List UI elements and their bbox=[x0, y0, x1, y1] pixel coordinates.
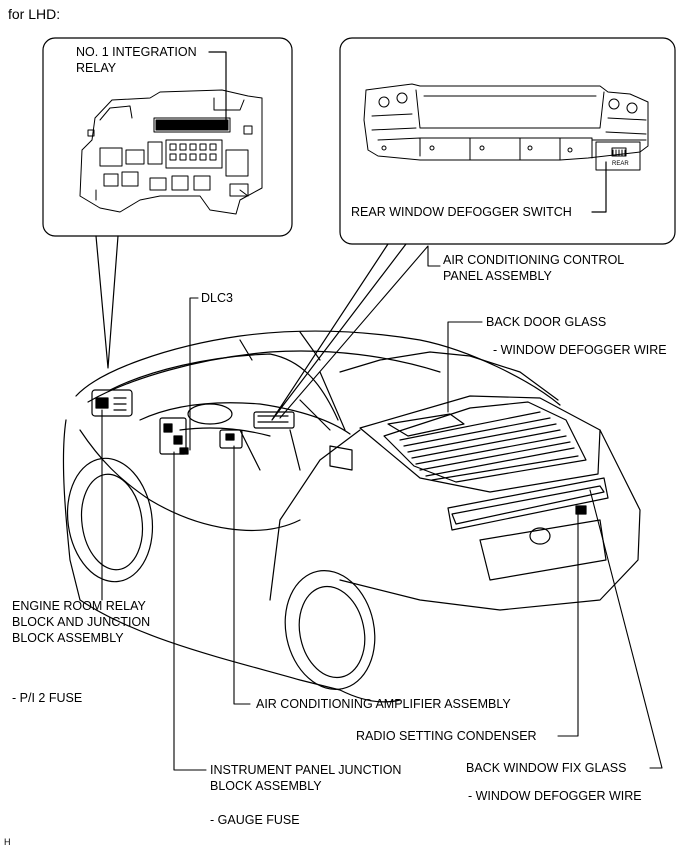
ip-junction-block-label-line1: INSTRUMENT PANEL JUNCTION bbox=[210, 763, 402, 777]
back-door-defogger-wire-label: - WINDOW DEFOGGER WIRE bbox=[493, 343, 667, 357]
rear-defogger-switch-label: REAR WINDOW DEFOGGER SWITCH bbox=[351, 205, 572, 219]
defogger-switch-detail-box bbox=[339, 37, 676, 245]
integration-relay-detail-box bbox=[42, 37, 293, 237]
leader-lines bbox=[101, 245, 663, 771]
ac-control-panel-drawing bbox=[363, 83, 649, 171]
back-window-fix-glass-label: BACK WINDOW FIX GLASS bbox=[466, 761, 627, 775]
pi2-fuse-label: - P/I 2 FUSE bbox=[12, 691, 83, 705]
ac-amplifier-label: AIR CONDITIONING AMPLIFIER ASSEMBLY bbox=[256, 697, 511, 711]
page-header: for LHD: bbox=[8, 6, 61, 22]
ip-junction-block-label-line2: BLOCK ASSEMBLY bbox=[210, 779, 322, 793]
ac-control-panel-label-line2: PANEL ASSEMBLY bbox=[443, 269, 552, 283]
radio-setting-condenser-label: RADIO SETTING CONDENSER bbox=[356, 729, 537, 743]
back-door-glass-label: BACK DOOR GLASS bbox=[486, 315, 607, 329]
engine-room-block-label-line2: BLOCK AND JUNCTION bbox=[12, 615, 151, 629]
switch-button-label: REAR bbox=[612, 161, 629, 167]
integration-relay-label-line1: NO. 1 INTEGRATION bbox=[76, 45, 197, 59]
figure-code: H bbox=[4, 837, 11, 847]
fix-glass-defogger-wire-label: - WINDOW DEFOGGER WIRE bbox=[468, 789, 642, 803]
engine-room-block-label-line3: BLOCK ASSEMBLY bbox=[12, 631, 124, 645]
car-outline bbox=[62, 330, 641, 703]
gauge-fuse-label: - GAUGE FUSE bbox=[210, 813, 300, 827]
dlc3-label: DLC3 bbox=[201, 291, 233, 305]
engine-room-block-label-line1: ENGINE ROOM RELAY bbox=[12, 599, 146, 613]
relay-block-drawing bbox=[79, 89, 263, 215]
integration-relay-label-line2: RELAY bbox=[76, 61, 117, 75]
ac-control-panel-label-line1: AIR CONDITIONING CONTROL bbox=[443, 253, 625, 267]
